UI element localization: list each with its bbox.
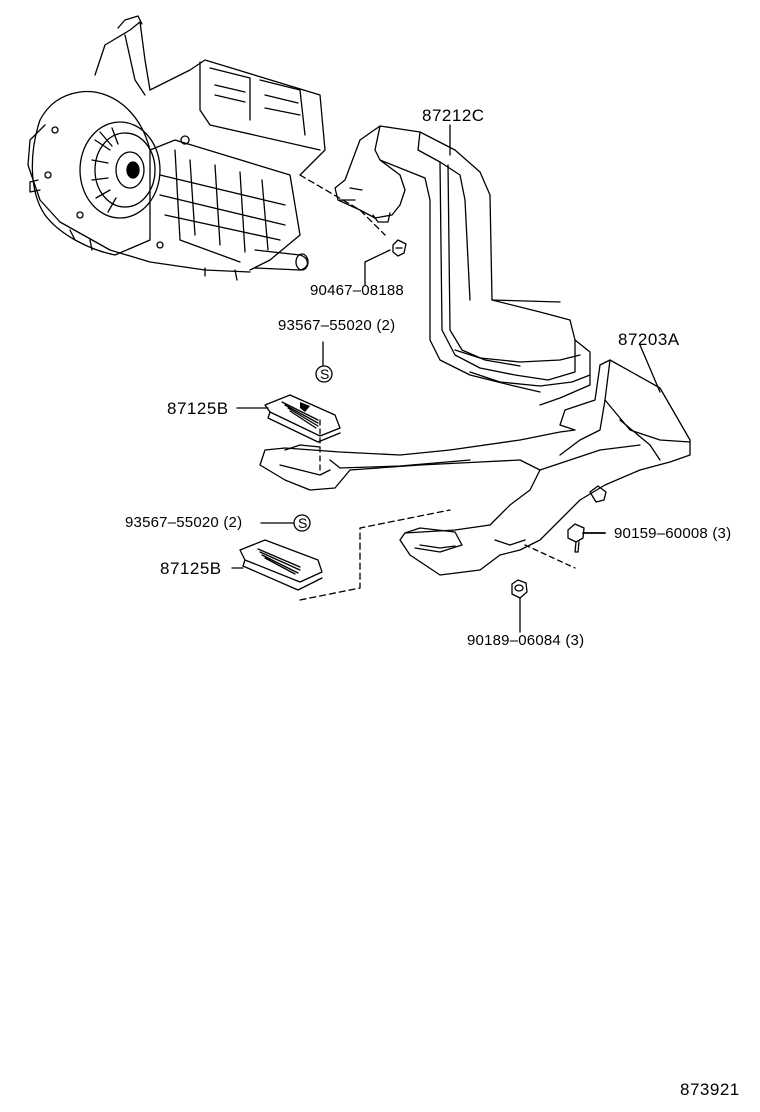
label-register-lower: 87125B	[160, 559, 222, 578]
nut-illustration	[511, 579, 528, 633]
standard-part-mark-lower: S	[298, 515, 308, 531]
register-lower-illustration	[239, 539, 323, 591]
label-register-upper: 87125B	[167, 399, 229, 418]
label-screw-lower: 93567–55020 (2)	[125, 514, 243, 531]
label-nut: 90189–06084 (3)	[467, 632, 585, 649]
label-duct-87203a: 87203A	[618, 330, 680, 349]
label-duct-87212c: 87212C	[422, 106, 485, 125]
label-clip: 90467–08188	[310, 282, 404, 299]
illustration-number: 873921	[680, 1080, 740, 1099]
duct-87212c-illustration	[334, 125, 591, 406]
label-screw-upper: 93567–55020 (2)	[278, 317, 396, 334]
bolt-illustration	[567, 523, 606, 553]
heater-unit-illustration	[27, 15, 386, 281]
label-bolt: 90159–60008 (3)	[614, 525, 732, 542]
standard-part-marks	[293, 365, 333, 532]
leader-lines	[231, 124, 661, 569]
standard-part-mark-upper: S	[320, 366, 330, 382]
register-upper-illustration	[264, 394, 341, 443]
duct-87203a-illustration	[259, 359, 691, 601]
